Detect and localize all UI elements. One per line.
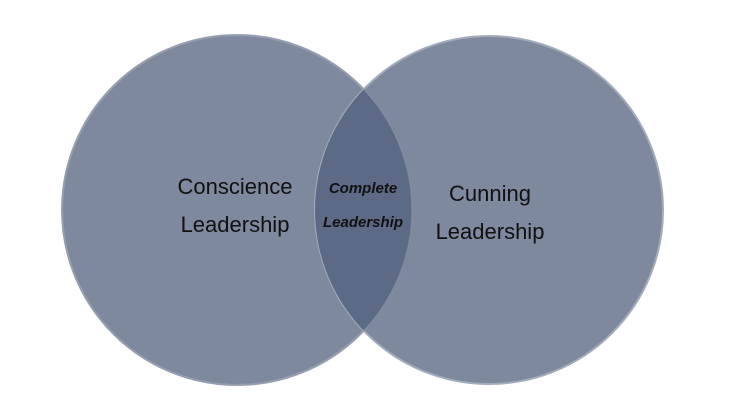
right-circle-label: Cunning Leadership	[410, 175, 570, 251]
overlap-label-line2: Leadership	[322, 214, 404, 231]
overlap-label-line1: Complete	[328, 180, 398, 197]
left-label-line1: Conscience	[177, 174, 293, 199]
overlap-label: Complete Leadership	[313, 172, 413, 240]
right-label-line1: Cunning	[449, 181, 531, 206]
left-label-line2: Leadership	[180, 212, 290, 237]
right-label-line2: Leadership	[435, 219, 545, 244]
left-circle-label: Conscience Leadership	[150, 168, 320, 244]
